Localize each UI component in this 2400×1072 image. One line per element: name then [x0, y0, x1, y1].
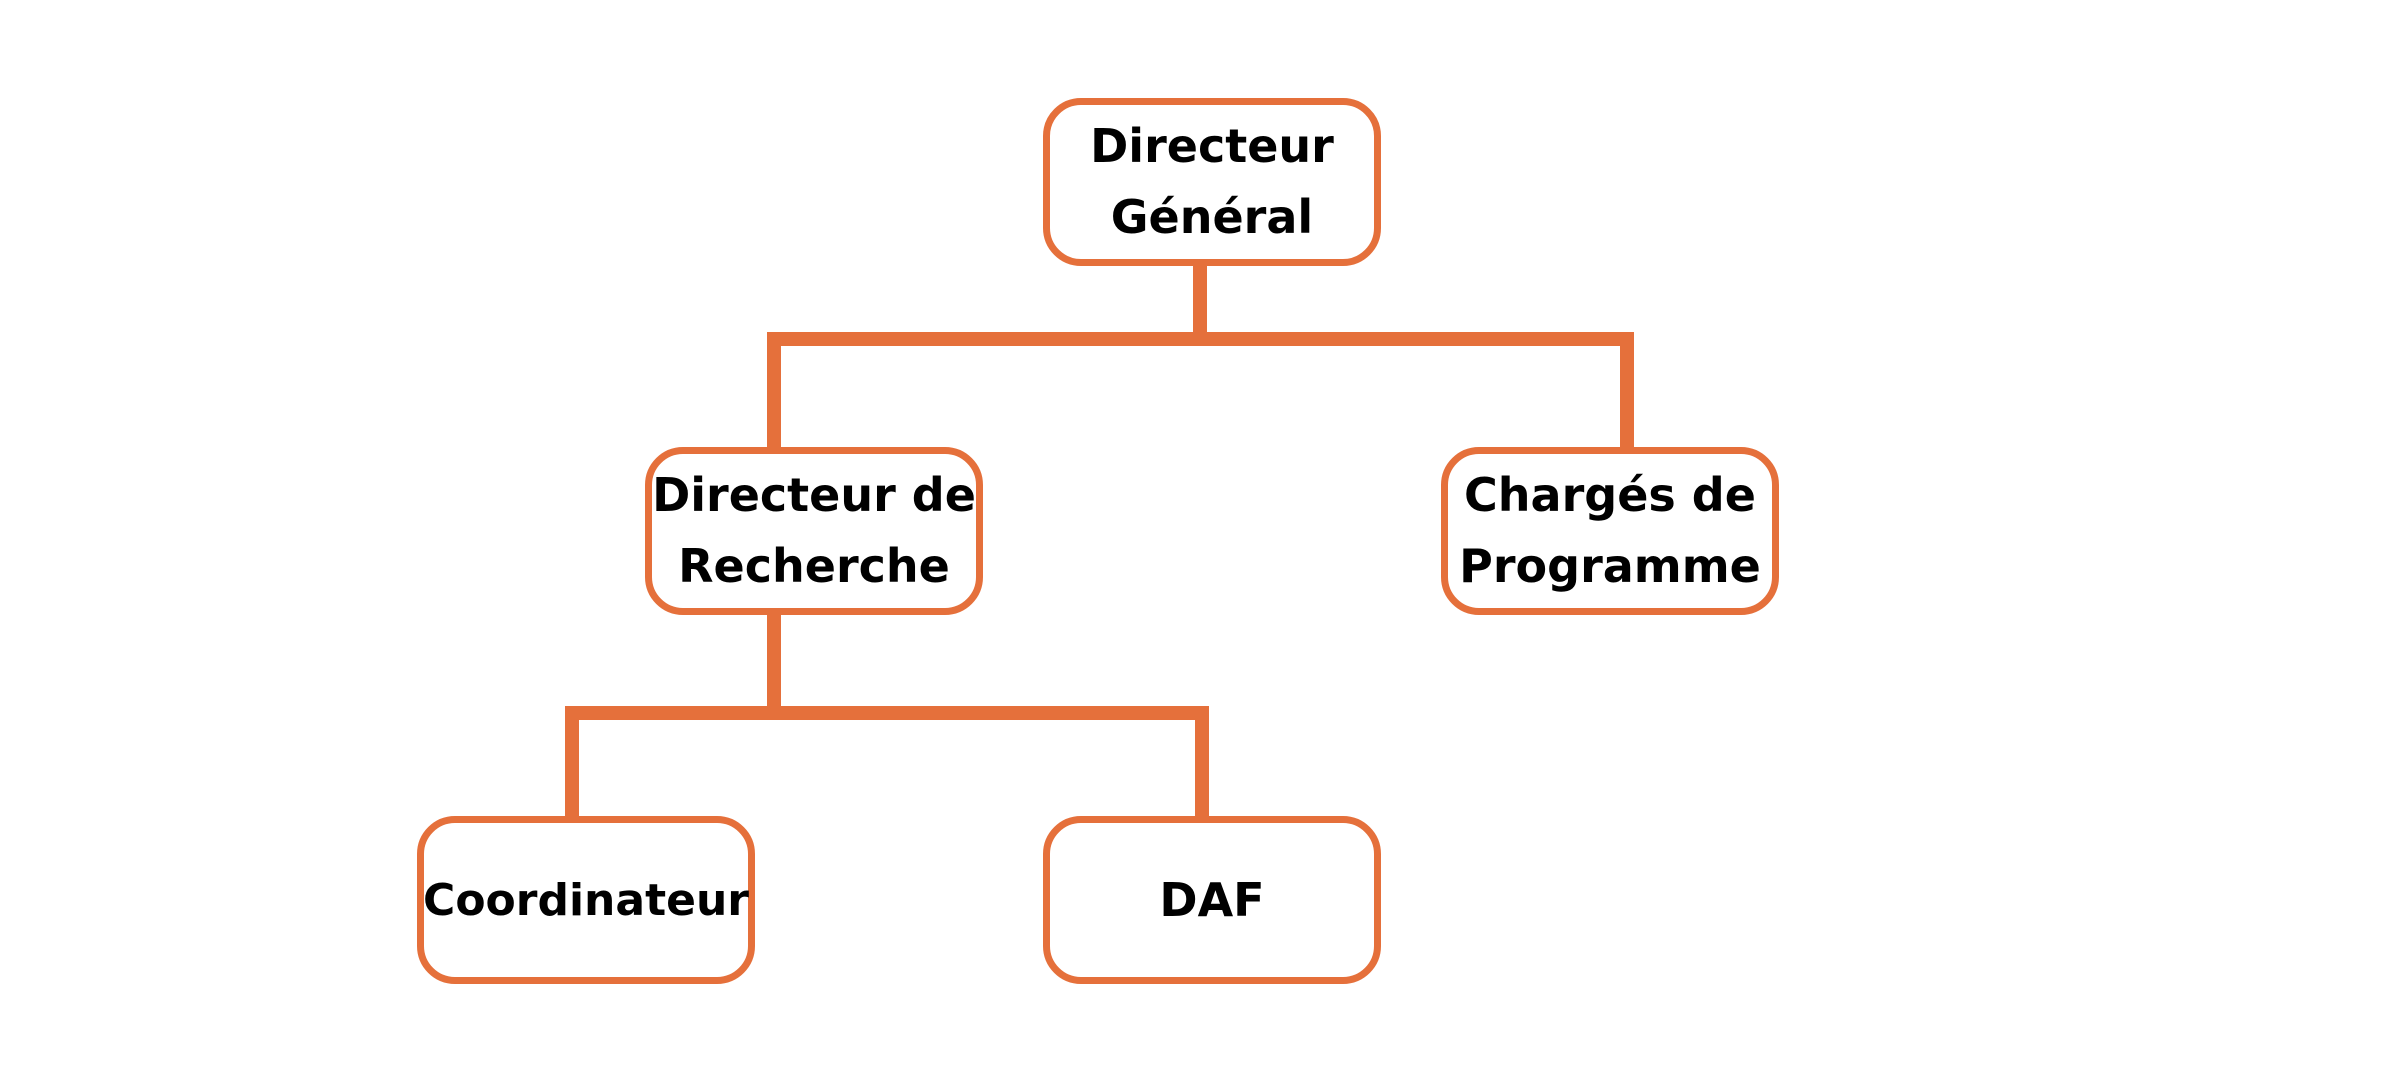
node-directeur-general: Directeur Général [1043, 98, 1381, 266]
node-directeur-general-line1: Directeur [1090, 119, 1334, 173]
node-coordinateur-label: Coordinateur [423, 874, 749, 926]
node-directeur-recherche-line2: Recherche [678, 539, 950, 593]
node-daf: DAF [1043, 816, 1381, 984]
node-charges-programme: Chargés de Programme [1441, 447, 1779, 615]
node-coordinateur: Coordinateur [417, 816, 755, 984]
node-daf-label: DAF [1159, 872, 1265, 927]
node-directeur-recherche: Directeur de Recherche [645, 447, 983, 615]
node-directeur-general-line2: Général [1110, 190, 1314, 244]
node-charges-programme-line1: Chargés de [1464, 468, 1756, 522]
node-directeur-recherche-line1: Directeur de [652, 468, 976, 522]
node-charges-programme-line2: Programme [1459, 539, 1761, 593]
